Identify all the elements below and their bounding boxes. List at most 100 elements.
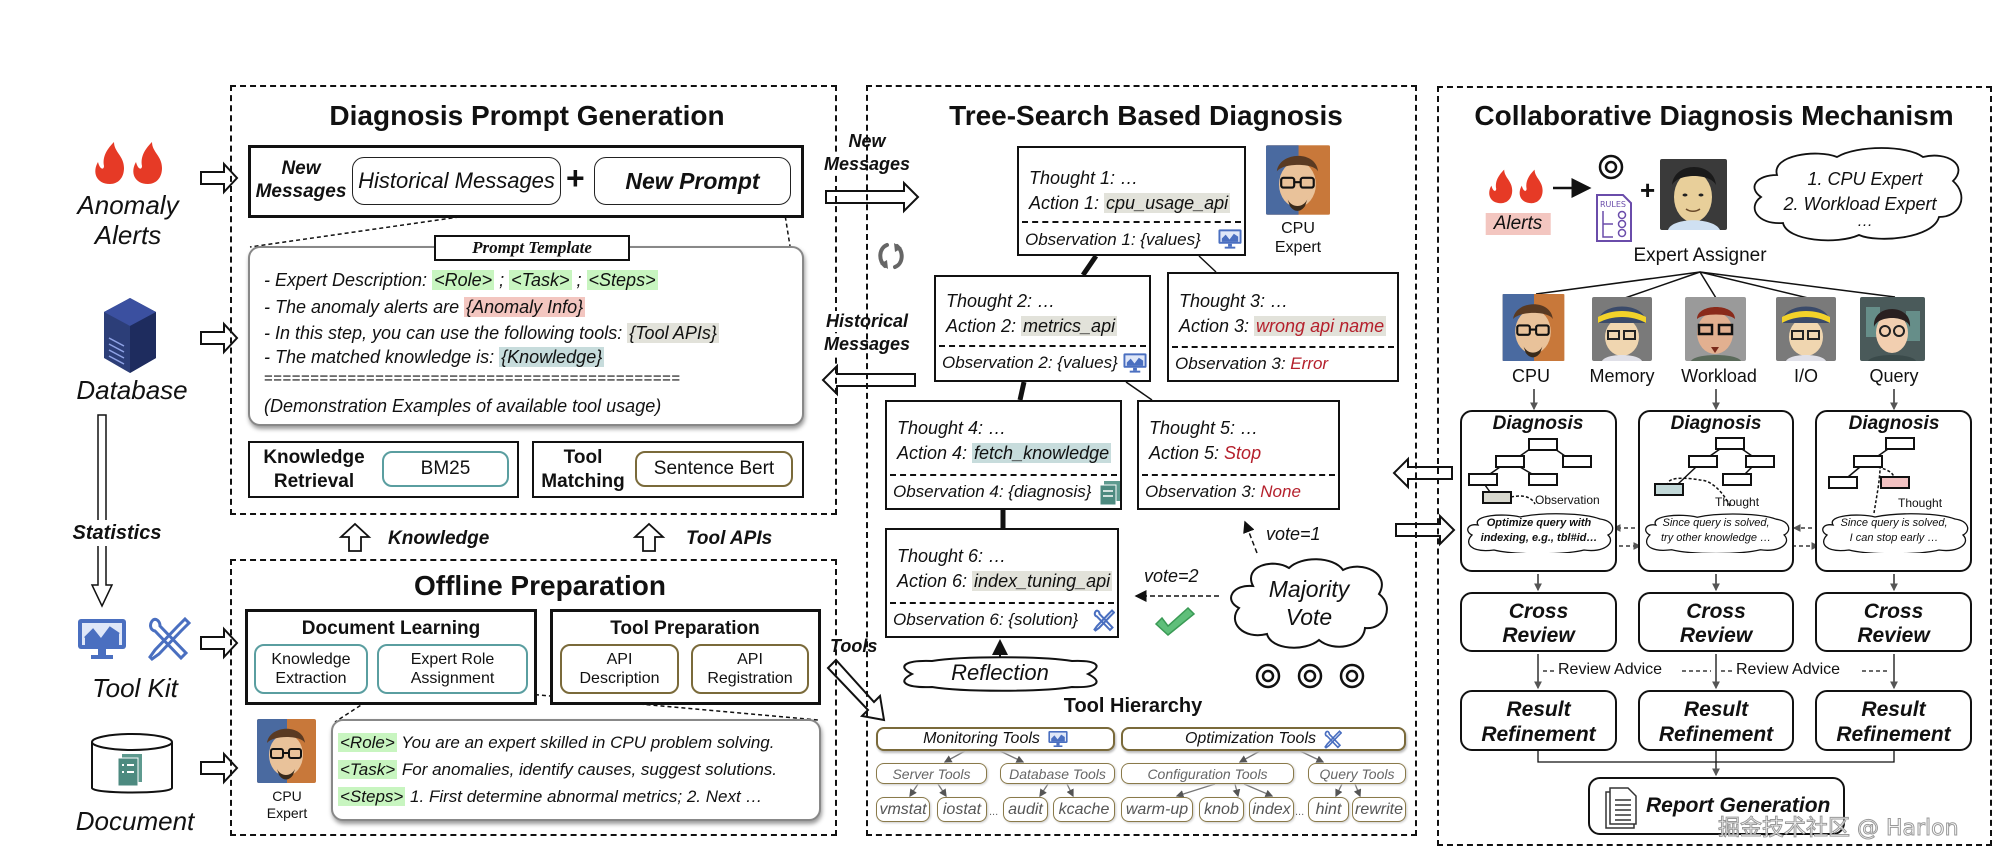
historical-messages-text: Historical Messages: [358, 168, 555, 193]
prompt-generation-title: Diagnosis Prompt Generation: [329, 100, 725, 131]
expert-label-memory: Memory: [1589, 366, 1655, 386]
cpu-expert-avatar-tree: [1266, 145, 1330, 215]
cycle-icon: [876, 240, 906, 272]
tool-leaf-audit: audit: [1003, 797, 1048, 822]
tool-matching-label-1: Tool: [563, 447, 603, 468]
template-line-demo: (Demonstration Examples of available too…: [264, 396, 662, 416]
action-api: fetch_knowledge: [972, 443, 1112, 463]
arrow-toolapis-up: [632, 522, 666, 552]
template-separator: ========================================…: [264, 370, 681, 387]
tree-edge-1-3: [1198, 255, 1217, 273]
template-line-expert: - Expert Description: <Role> ; <Task> ; …: [264, 270, 658, 290]
offline-preparation-title: Offline Preparation: [413, 570, 667, 601]
document-learning-title: Document Learning: [301, 618, 481, 639]
llm-agent-icons: [1252, 660, 1372, 692]
expert-avatar-query: [1860, 297, 1925, 361]
expert-label-query: Query: [1869, 366, 1919, 386]
expert-label-workload: Workload: [1681, 366, 1757, 386]
expert-assigner-avatar: [1660, 159, 1727, 230]
arrow-knowledge-up: [338, 522, 372, 552]
watermark: 掘金技术社区 @ Harlon: [1718, 816, 1960, 842]
rules-checklist-icon: RULES: [1595, 193, 1633, 243]
tree-node-6: Thought 6: …Action 6: index_tuning_api O…: [885, 528, 1119, 638]
new-prompt-text: New Prompt: [625, 167, 760, 194]
mini-node: [1562, 455, 1592, 468]
document-label: Document: [75, 806, 195, 836]
mini-node: [1885, 437, 1915, 450]
checkmark-icon: [1154, 606, 1196, 636]
action-stop: Stop: [1224, 443, 1262, 463]
report-generation-text: Report Generation: [1646, 794, 1831, 817]
knowledge-retrieval-label-2: Retrieval: [273, 471, 355, 492]
tool-hierarchy-title: Tool Hierarchy: [1063, 695, 1203, 717]
hint-label-2: Thought: [1715, 495, 1760, 509]
mini-node: [1745, 455, 1775, 468]
new-messages-label-2: Messages: [255, 181, 347, 202]
server-tools-box: Server Tools: [876, 763, 987, 784]
expert-role-box: [331, 719, 821, 821]
steps-placeholder: <Steps>: [586, 270, 658, 290]
diagnosis-cloud-1: Optimize query with indexing, e.g., tbl#…: [1464, 513, 1614, 555]
diagnosis-title-3: Diagnosis: [1848, 413, 1940, 434]
diagnosis-title-2: Diagnosis: [1670, 413, 1762, 434]
database-tools-box: Database Tools: [1000, 763, 1115, 784]
prompt-template-title: Prompt Template: [434, 235, 630, 261]
action-api-error: wrong api name: [1254, 316, 1387, 336]
tool-leaf-index: index: [1249, 797, 1294, 822]
action-api: index_tuning_api: [972, 571, 1113, 591]
tree-node-3: Thought 3: …Action 3: wrong api name Obs…: [1167, 272, 1399, 382]
monitor-chart-icon: [1048, 731, 1068, 747]
cross-review-box-1: Cross Review: [1460, 592, 1617, 652]
mini-node: [1495, 455, 1525, 468]
vote1-arrow: [1243, 520, 1258, 554]
wrench-screwdriver-icon: [1324, 729, 1343, 749]
arrow-statistics-down: [90, 414, 114, 608]
cross-review-box-3: Cross Review: [1815, 592, 1972, 652]
mini-node: [1688, 455, 1718, 468]
ellipsis: ...: [989, 806, 999, 818]
arrow-new-messages: [825, 180, 920, 214]
mini-node-thought: [1880, 476, 1910, 489]
anomaly-alerts-label-2: Alerts: [94, 220, 162, 250]
anomaly-info-placeholder: {Anomaly Info}: [464, 297, 586, 317]
tool-leaf-rewrite: rewrite: [1352, 797, 1406, 822]
expert-avatar-io: [1776, 297, 1836, 361]
majority-vote-cloud: Majority Vote: [1223, 556, 1395, 652]
expert-role-assignment-box: Expert Role Assignment: [377, 644, 528, 694]
tree-search-panel: [866, 85, 1417, 836]
tools-flow-label: Tools: [830, 636, 878, 656]
monitor-chart-icon: [77, 618, 127, 660]
knowledge-placeholder: {Knowledge}: [499, 347, 605, 367]
wrench-screwdriver-icon: [147, 616, 192, 662]
template-line-anomaly: - The anomaly alerts are {Anomaly Info}: [264, 297, 586, 317]
mini-node: [1828, 476, 1858, 489]
mini-node: [1715, 437, 1745, 450]
tree-edge-1-2: [1080, 254, 1099, 277]
monitoring-tools-box: Monitoring Tools: [876, 727, 1115, 751]
cpu-expert-tree-label-1: CPU: [1281, 220, 1315, 237]
cross-review-box-2: Cross Review: [1638, 592, 1794, 652]
diagnosis-title-1: Diagnosis: [1492, 413, 1584, 434]
svg-text:RULES: RULES: [1600, 200, 1626, 209]
alerts-flame-icon: [1485, 168, 1549, 204]
vote2-label: vote=2: [1144, 566, 1199, 586]
hierarchy-edges: [909, 750, 1362, 798]
review-advice-label-1: Review Advice: [1558, 661, 1663, 678]
sentence-bert-box: Sentence Bert: [635, 451, 793, 487]
optimization-tools-box: Optimization Tools: [1121, 727, 1406, 751]
task-tag: <Task>: [338, 760, 398, 779]
ellipsis: ...: [1295, 806, 1305, 818]
expert-avatar-memory: [1592, 297, 1652, 361]
result-refinement-box-3: Result Refinement: [1815, 690, 1972, 751]
cpu-expert-label-1: CPU: [272, 788, 302, 804]
document-icon: [1100, 481, 1120, 505]
steps-tag: <Steps>: [338, 787, 406, 806]
tool-leaf-vmstat: vmstat: [876, 797, 930, 822]
diagnosis-cloud-2: Since query is solved, try other knowled…: [1642, 513, 1790, 555]
monitor-chart-icon: [1218, 229, 1242, 249]
api-description-box: API Description: [560, 644, 679, 694]
tool-leaf-knob: knob: [1199, 797, 1244, 822]
query-tools-box: Query Tools: [1308, 763, 1406, 784]
task-placeholder: <Task>: [509, 270, 572, 290]
